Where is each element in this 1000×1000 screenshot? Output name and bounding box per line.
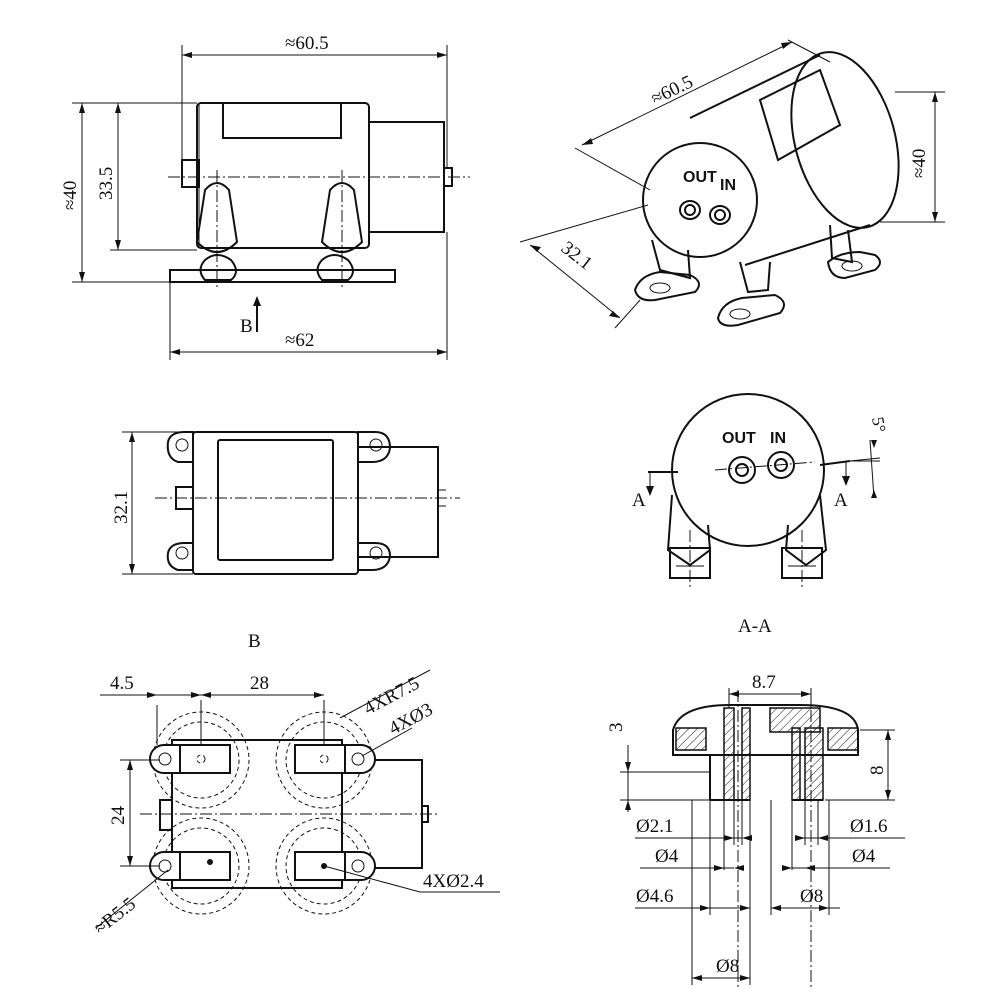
dim-d16: Ø1.6: [850, 816, 887, 837]
iso-dim-length: ≈60.5: [648, 71, 696, 109]
view-arrow-b: B: [240, 316, 253, 337]
bottom-view: B: [90, 631, 500, 939]
dim-hole-span: 28: [250, 673, 269, 694]
iso-port-out: OUT: [683, 169, 717, 186]
dim-depth-3: 3: [606, 723, 627, 733]
top-view: 32.1: [111, 431, 460, 575]
dim-left-offset: 4.5: [110, 673, 134, 694]
dim-d4-right: Ø4: [852, 846, 876, 867]
dim-d8-right: Ø8: [800, 886, 823, 907]
dim-hole-pitch: 24: [108, 806, 129, 826]
dim-d4-left: Ø4: [655, 846, 679, 867]
section-view-title: A-A: [738, 616, 772, 637]
bottom-view-title: B: [248, 631, 261, 652]
front-view: ≈60.5 ≈40 33.5 ≈62 B: [60, 33, 470, 360]
dim-d8-bottom: Ø8: [716, 956, 739, 977]
iso-view: OUT IN ≈60.5 ≈40 32.1: [519, 39, 945, 329]
section-mark-right: A: [834, 490, 848, 511]
top-dim-height: 32.1: [111, 491, 132, 524]
iso-port-in: IN: [720, 177, 736, 194]
section-view: A-A 8.7 3 8: [606, 616, 905, 990]
dim-port-spacing: 8.7: [752, 672, 776, 693]
dim-height-outer: ≈40: [60, 181, 81, 210]
angle-label: 5°: [868, 415, 889, 433]
dim-height-inner: 33.5: [96, 167, 117, 200]
iso-dim-depth: 32.1: [557, 237, 596, 274]
end-port-out: OUT: [722, 430, 756, 447]
dim-height-8: 8: [867, 766, 888, 776]
dim-d21: Ø2.1: [636, 816, 673, 837]
section-mark-left: A: [632, 490, 646, 511]
end-port-in: IN: [770, 430, 786, 447]
dim-width-bottom: ≈62: [285, 330, 314, 351]
note-pin: 4XØ2.4: [423, 871, 484, 892]
end-view: OUT IN A A 5°: [632, 393, 889, 590]
dim-width-top: ≈60.5: [285, 33, 329, 54]
note-r55: ≈R5.5: [90, 894, 140, 939]
dim-d46: Ø4.6: [636, 886, 673, 907]
iso-dim-height: ≈40: [909, 149, 930, 178]
